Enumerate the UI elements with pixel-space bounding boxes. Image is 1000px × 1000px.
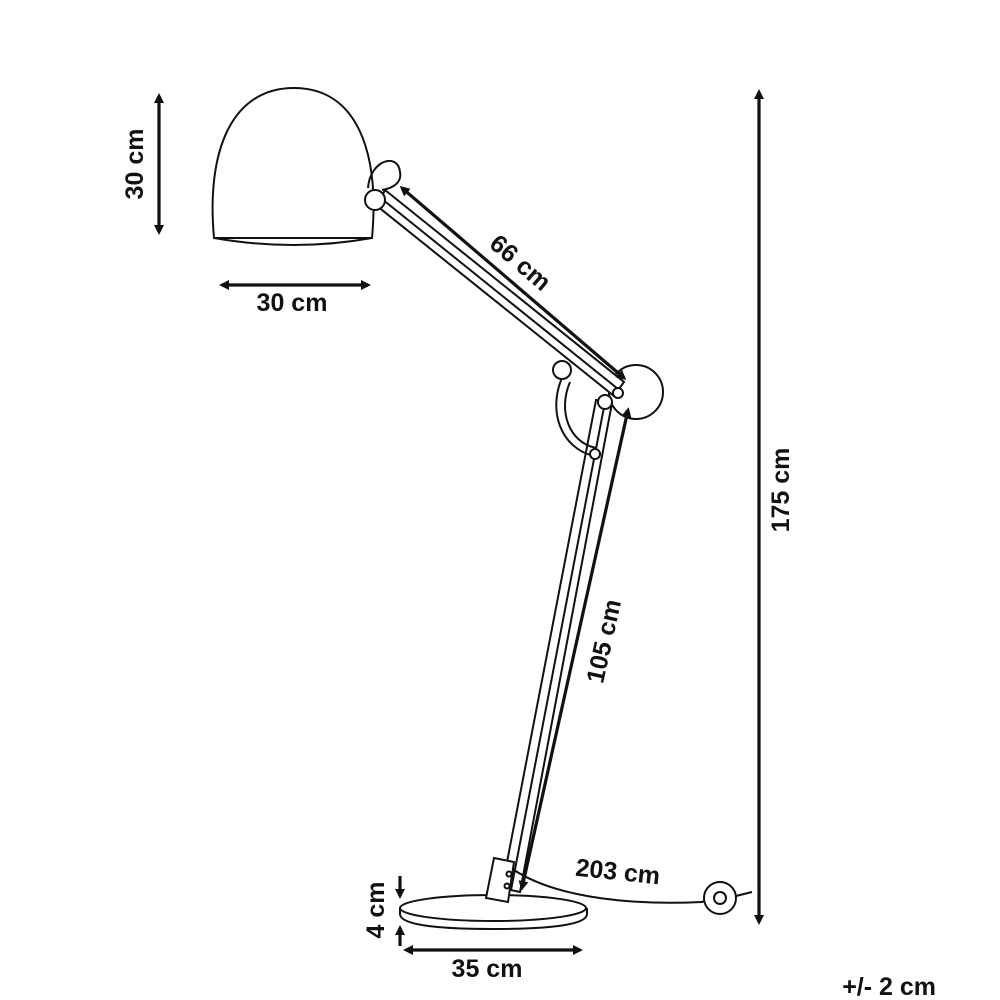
shade-width-label: 30 cm [257, 289, 328, 317]
dimension-shade-height: 30 cm [121, 93, 164, 235]
cable-switch [703, 881, 753, 915]
dimension-cable: 203 cm [574, 854, 661, 891]
dimension-lower-arm: 105 cm [518, 407, 632, 891]
base-height-label: 4 cm [362, 882, 390, 939]
dimension-total-height: 175 cm [754, 89, 795, 925]
dimension-upper-arm: 66 cm [399, 186, 627, 380]
upper-arm [375, 188, 626, 398]
lower-arm-label: 105 cm [581, 597, 627, 686]
tolerance-note: +/- 2 cm [842, 973, 936, 1000]
dimension-base-height: 4 cm [362, 876, 405, 946]
base-diameter-label: 35 cm [452, 955, 523, 983]
dimension-base-diameter: 35 cm [403, 945, 583, 983]
lamp-drawing [211, 86, 753, 931]
lamp-shade [211, 86, 402, 246]
dimension-shade-width: 30 cm [219, 280, 371, 317]
cable-length-label: 203 cm [574, 854, 661, 891]
total-height-label: 175 cm [767, 448, 795, 533]
shade-height-label: 30 cm [121, 129, 149, 200]
